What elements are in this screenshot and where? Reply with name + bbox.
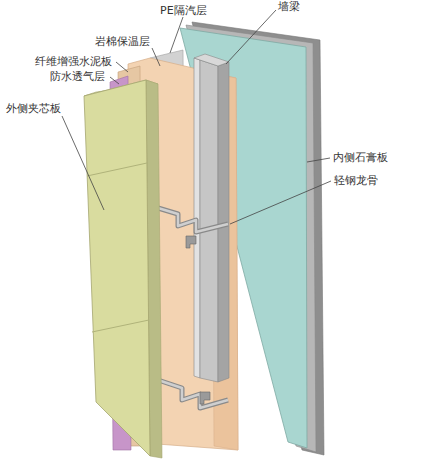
part-label: PE隔汽层 [160,4,207,17]
part-label: 岩棉保温层 [95,35,150,48]
part-label: 轻钢龙骨 [334,174,378,187]
part-label: 纤维增强水泥板 [35,55,112,68]
part-label: 外侧夹芯板 [6,102,61,115]
part-label: 防水透气层 [50,70,105,83]
part-label: 墙梁 [278,0,300,13]
part-label: 内侧石膏板 [333,151,388,164]
